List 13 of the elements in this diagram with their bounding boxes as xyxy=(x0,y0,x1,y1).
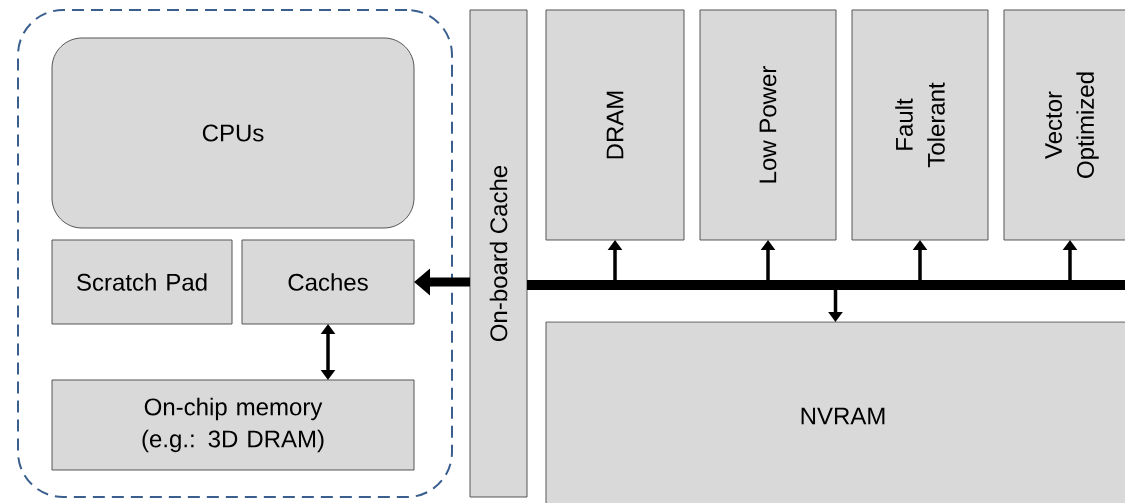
memory-box: Caches xyxy=(241,239,415,325)
memory-box: On-board Cache xyxy=(469,9,528,498)
memory-box: Scratch Pad xyxy=(51,239,233,325)
bus-bar xyxy=(527,280,1125,290)
memory-box: Vector Optimized xyxy=(1003,9,1125,241)
memory-box: On-chip memory (e.g.: 3D DRAM) xyxy=(51,379,415,471)
memory-box: CPUs xyxy=(51,37,415,229)
memory-box: Low Power xyxy=(699,9,837,241)
memory-box: DRAM xyxy=(545,9,685,241)
memory-box: NVRAM xyxy=(545,321,1125,503)
memory-box: Fault Tolerant xyxy=(851,9,989,241)
chip-boundary xyxy=(17,9,453,498)
arrow xyxy=(320,324,336,380)
